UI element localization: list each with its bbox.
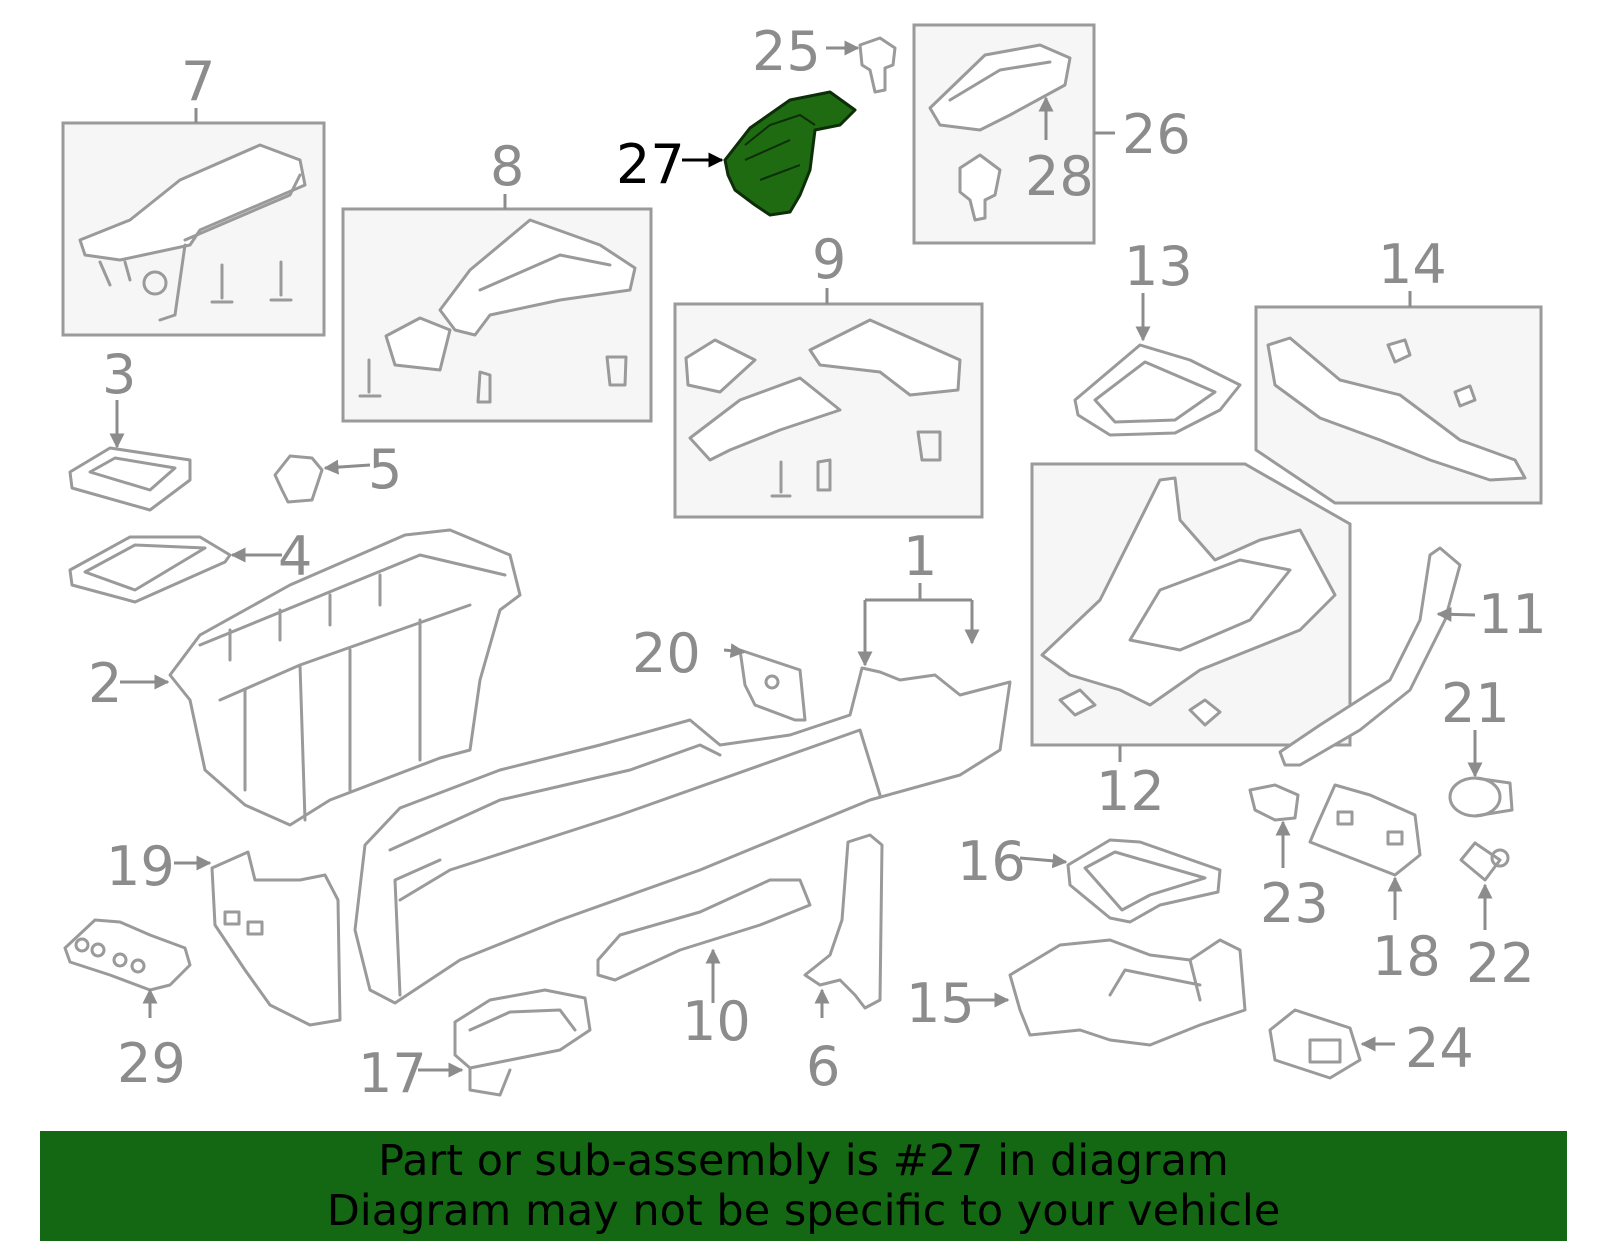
callout-24: 24 (1405, 1017, 1474, 1080)
callout-13: 13 (1124, 235, 1193, 298)
leader-lines (109, 40, 1493, 1078)
callout-8: 8 (490, 135, 524, 198)
callout-6: 6 (806, 1035, 840, 1098)
callout-1: 1 (903, 525, 937, 588)
info-banner: Part or sub-assembly is #27 in diagram D… (40, 1131, 1567, 1241)
callout-5: 5 (368, 438, 402, 501)
part-7-armrest (78, 143, 307, 322)
part-13-tray (1073, 343, 1242, 437)
part-18-bracket (1308, 783, 1422, 877)
part-27-highlighted[interactable] (723, 90, 857, 217)
part-6-bracket (803, 833, 884, 1010)
callout-28: 28 (1025, 145, 1094, 208)
part-16-tray (1066, 838, 1222, 924)
callout-11: 11 (1478, 583, 1547, 646)
banner-line-1: Part or sub-assembly is #27 in diagram (378, 1136, 1229, 1186)
part-21-cap (1448, 776, 1514, 818)
callout-2: 2 (88, 652, 122, 715)
callout-22: 22 (1466, 932, 1535, 995)
callout-16: 16 (957, 830, 1026, 893)
part-22-clip (1459, 841, 1510, 882)
callout-3: 3 (102, 343, 136, 406)
callout-9: 9 (812, 228, 846, 291)
part-12-upper-panel (1040, 476, 1337, 727)
callout-29: 29 (117, 1032, 186, 1095)
callout-12: 12 (1096, 760, 1165, 823)
callout-27: 27 (616, 133, 685, 196)
callout-7: 7 (181, 50, 215, 113)
callout-26: 26 (1122, 103, 1191, 166)
part-26-switch-panel (928, 43, 1072, 222)
part-20-bracket (738, 648, 807, 722)
callout-23: 23 (1260, 872, 1329, 935)
part-25-clip (858, 36, 897, 94)
part-29-switch-block (63, 918, 192, 992)
callout-20: 20 (632, 622, 701, 685)
callout-10: 10 (682, 990, 751, 1053)
part-14-bracket (1266, 336, 1527, 482)
part-10-side-trim (596, 878, 812, 982)
part-9-trim-set (684, 318, 962, 498)
part-11-trim-strip (1278, 546, 1462, 767)
callout-4: 4 (278, 525, 312, 588)
part-5-clip (273, 454, 324, 504)
part-23-clip (1248, 783, 1300, 822)
callout-21: 21 (1441, 672, 1510, 735)
part-8-trim-set (358, 218, 637, 404)
part-19-side-panel (210, 850, 342, 1027)
callout-19: 19 (106, 835, 175, 898)
part-4-mat (68, 535, 232, 604)
callout-18: 18 (1372, 925, 1441, 988)
part-15-lower-bracket (1008, 938, 1247, 1047)
callout-15: 15 (906, 972, 975, 1035)
part-2-console-box (168, 528, 522, 827)
part-3-mat (68, 446, 192, 512)
callout-17: 17 (358, 1042, 427, 1105)
callout-25: 25 (752, 20, 821, 83)
banner-line-2: Diagram may not be specific to your vehi… (326, 1186, 1281, 1236)
callout-labels: 1 2 3 4 5 6 7 8 9 10 11 12 13 14 15 16 1… (88, 20, 1547, 1105)
part-1-console-body (353, 666, 1012, 1005)
part-24-switch (1268, 1008, 1362, 1080)
part-17-cup-holder (453, 988, 592, 1097)
callout-14: 14 (1378, 233, 1447, 296)
